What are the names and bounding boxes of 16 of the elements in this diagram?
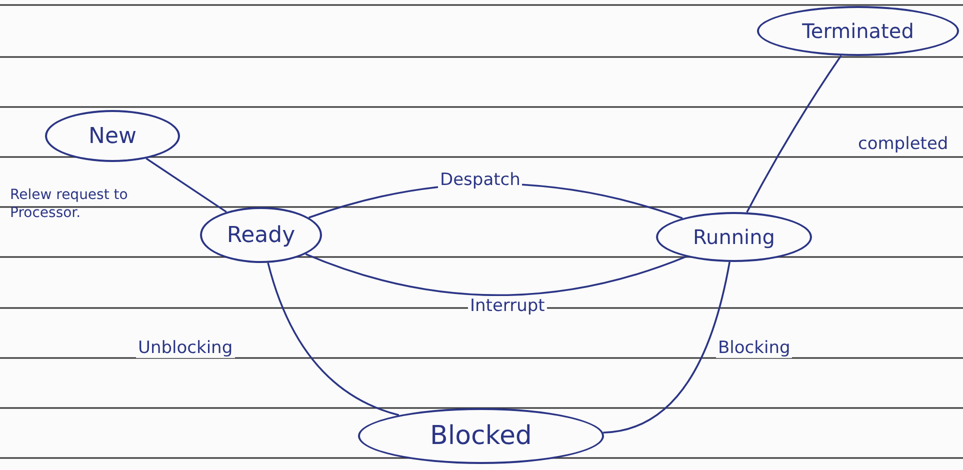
connector-line: [603, 262, 730, 434]
edge-label: Interrupt: [468, 296, 547, 316]
state-name: Ready: [226, 222, 296, 248]
connector-line: [146, 158, 227, 213]
connector-line: [267, 262, 400, 416]
state-ellipse: [200, 207, 322, 263]
connector-line: [746, 55, 842, 213]
state-name: Blocked: [430, 421, 532, 451]
edge-label: Despatch: [438, 170, 522, 190]
note-text: Relew request to Processor.: [10, 186, 129, 222]
state-name: Terminated: [802, 19, 914, 43]
state-name: New: [88, 124, 136, 148]
connector-line: [305, 253, 686, 296]
edge-label: Blocking: [716, 338, 792, 358]
state-name: Running: [693, 225, 775, 249]
edge-label: Unblocking: [136, 338, 235, 358]
